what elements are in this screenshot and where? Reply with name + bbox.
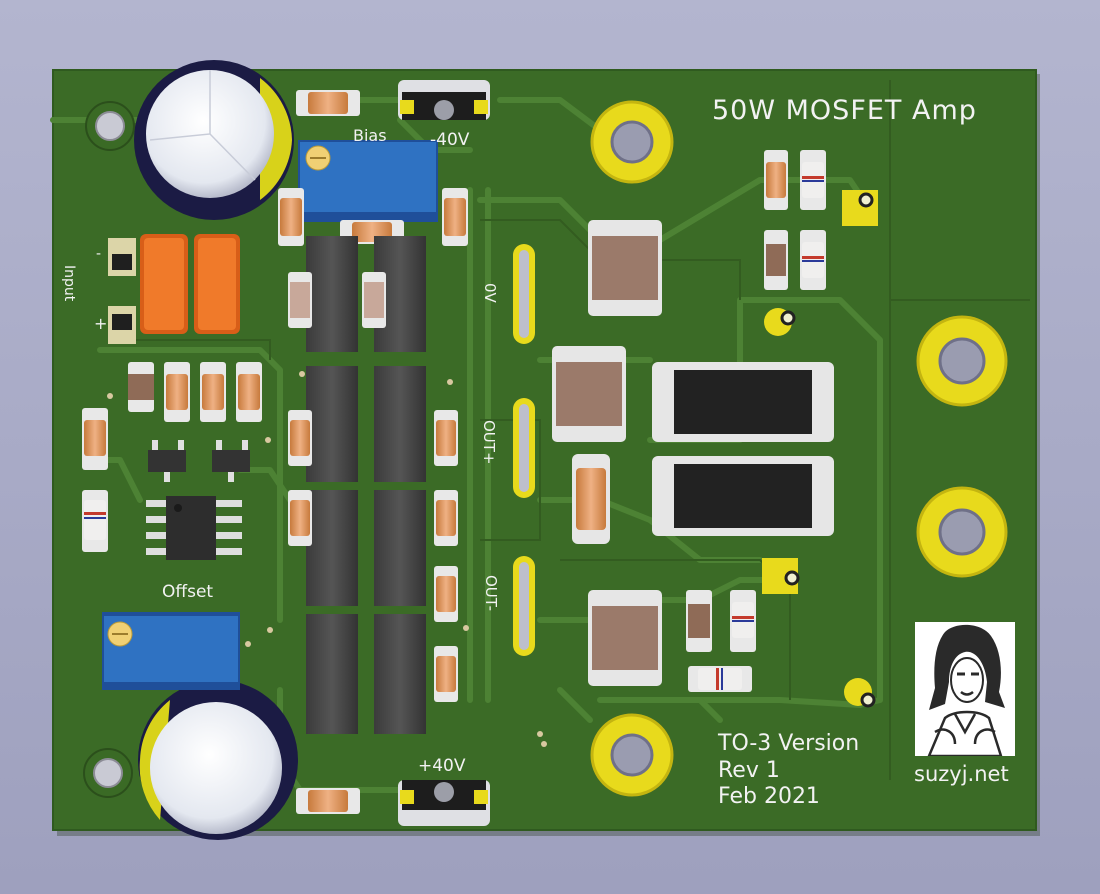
transistor-minus40 (398, 80, 490, 120)
power-resistors (652, 362, 834, 536)
output-terminal-pad-2 (916, 486, 1008, 578)
minus-rail-label: -40V (430, 130, 470, 150)
smd-resistors (82, 90, 468, 814)
input-connector (108, 238, 136, 344)
input-plus-label: + (94, 314, 108, 333)
input-minus-label: - (96, 246, 102, 262)
offset-label: Offset (162, 582, 214, 602)
board-date: Feb 2021 (718, 784, 820, 809)
bias-label: Bias (353, 126, 387, 145)
zero-v-label: 0V (481, 283, 499, 303)
electrolytic-capacitor-bottom (138, 680, 298, 840)
transistor-plus40 (398, 780, 490, 826)
mounting-hole (85, 101, 135, 151)
to3-pad-bottom (590, 713, 674, 797)
input-label: Input (61, 265, 77, 302)
to3-pad-top (590, 100, 674, 184)
board-website: suzyj.net (914, 762, 1009, 786)
test-points (762, 190, 878, 708)
mounting-hole (83, 748, 133, 798)
electrolytic-capacitor-top (134, 60, 294, 220)
transistor-side-resistors (288, 272, 458, 702)
ceramic-capacitors (552, 220, 662, 686)
output-wire-slots (513, 244, 535, 656)
out-minus-label: OUT- (482, 575, 500, 611)
plus-rail-label: +40V (418, 756, 466, 776)
soic-opamp (146, 496, 242, 560)
board-title: 50W MOSFET Amp (712, 95, 977, 126)
right-small-resistors (686, 150, 826, 692)
offset-trimmer-pot (102, 612, 240, 690)
portrait-logo-icon (915, 622, 1015, 758)
film-capacitor (140, 234, 240, 334)
bias-trimmer-pot (298, 140, 438, 222)
out-plus-label: OUT+ (480, 420, 498, 465)
sot23-transistors (148, 440, 250, 482)
vias (107, 371, 547, 747)
board-revision: Rev 1 (718, 758, 780, 783)
output-terminal-pad-1 (916, 315, 1008, 407)
board-version: TO-3 Version (718, 731, 860, 756)
power-transistor-array (306, 236, 426, 734)
